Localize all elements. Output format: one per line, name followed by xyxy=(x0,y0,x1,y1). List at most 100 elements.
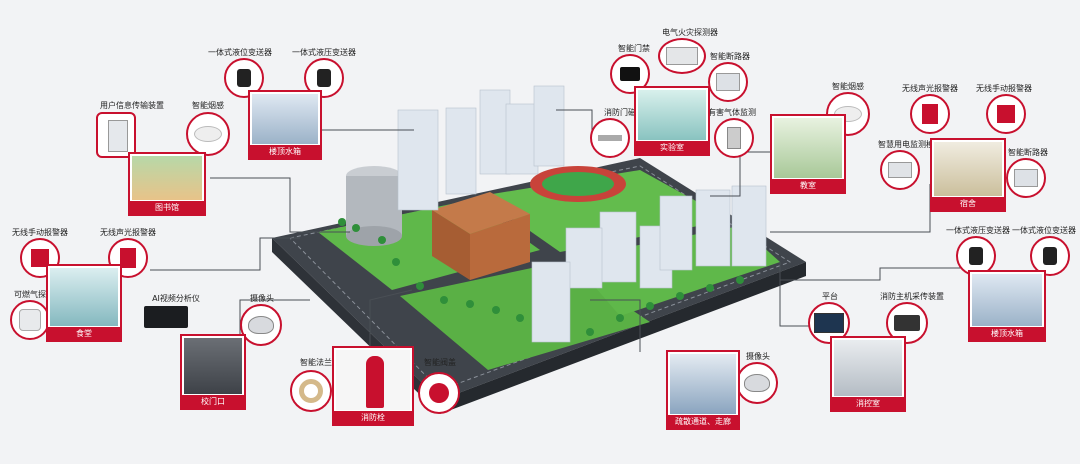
manual-alarm-icon xyxy=(997,105,1015,123)
label-liquid-level-1: 一体式液位变送器 xyxy=(208,48,272,57)
smart-smoke-detector-1[interactable] xyxy=(186,112,230,156)
electric-fire-detector[interactable] xyxy=(658,38,706,74)
transmission-device-icon xyxy=(108,120,128,152)
control-room-image xyxy=(834,340,902,396)
wireless-sound-light-alarm-1[interactable] xyxy=(910,94,950,134)
dome-camera-icon xyxy=(248,316,274,334)
tower-12 xyxy=(531,261,571,343)
level-transmitter-icon xyxy=(1043,247,1057,265)
grass-block-3 xyxy=(400,262,650,370)
label-smart-smoke-2: 智能烟感 xyxy=(832,82,864,91)
harmful-gas-monitor[interactable] xyxy=(714,118,754,158)
smart-breaker-1[interactable] xyxy=(708,62,748,102)
classroom-card[interactable]: 教室 xyxy=(770,114,846,194)
roof-tank-1-card[interactable]: 楼顶水箱 xyxy=(248,90,322,160)
trees xyxy=(338,218,744,336)
teaching-building-right xyxy=(470,214,530,280)
library-card[interactable]: 图书馆 xyxy=(128,152,206,216)
roof-tank-2-image xyxy=(972,274,1042,326)
canteen-tag: 食堂 xyxy=(48,327,120,340)
ai-video-analyzer[interactable] xyxy=(144,306,188,328)
label-fire-host: 消防主机采传装置 xyxy=(880,292,944,301)
tower-9 xyxy=(695,189,731,267)
manual-alarm-icon xyxy=(31,249,49,267)
lab-card[interactable]: 实验室 xyxy=(634,86,710,156)
label-fire-door: 消防门磁 xyxy=(604,108,636,117)
teaching-building-left xyxy=(432,210,470,280)
label-wireless-manual-2: 无线手动报警器 xyxy=(12,228,68,237)
label-smart-flange: 智能法兰 xyxy=(300,358,332,367)
label-smart-valve: 智能阀盖 xyxy=(424,358,456,367)
pressure-transmitter-icon xyxy=(317,69,331,87)
control-room-tag: 消控室 xyxy=(832,397,904,410)
canteen-card[interactable]: 食堂 xyxy=(46,264,122,342)
user-info-device-tile[interactable] xyxy=(96,112,136,158)
wireless-manual-alarm-2[interactable] xyxy=(20,238,60,278)
line-canteen xyxy=(150,237,300,271)
label-camera-1: 摄像头 xyxy=(250,294,274,303)
lab-room-image xyxy=(638,90,706,140)
roof-tank-1-image xyxy=(252,94,318,144)
line-corridor xyxy=(590,299,641,352)
library-tag: 图书馆 xyxy=(130,201,204,214)
label-smart-breaker-1: 智能断路器 xyxy=(710,52,750,61)
monitor-icon xyxy=(814,313,844,333)
smart-power-monitor[interactable] xyxy=(880,150,920,190)
tower-5 xyxy=(533,85,565,167)
valve-cover-icon xyxy=(429,383,449,403)
label-liquid-pressure-1: 一体式液压变送器 xyxy=(292,48,356,57)
dome-camera-icon xyxy=(744,374,770,392)
gate-image xyxy=(184,338,242,394)
liquid-pressure-transmitter-2[interactable] xyxy=(956,236,996,276)
tower-4 xyxy=(505,103,539,175)
smart-valve-cover[interactable] xyxy=(418,372,460,414)
line-hydrant xyxy=(369,289,413,358)
line-classroom xyxy=(710,151,772,197)
smart-flange[interactable] xyxy=(290,370,332,412)
tower-10 xyxy=(731,185,767,267)
power-module-icon xyxy=(888,162,912,178)
door-access-icon xyxy=(620,67,640,81)
gate-tag: 校门口 xyxy=(182,395,244,408)
combustible-gas-detector[interactable] xyxy=(10,300,50,340)
label-smart-power: 智慧用电监测模块 xyxy=(878,140,942,149)
liquid-level-transmitter-2[interactable] xyxy=(1030,236,1070,276)
classroom-image xyxy=(774,118,842,178)
classroom-tag: 教室 xyxy=(772,179,844,192)
label-camera-2: 摄像头 xyxy=(746,352,770,361)
door-magnet-icon xyxy=(598,135,622,141)
fire-door-magnet[interactable] xyxy=(590,118,630,158)
label-wireless-alarm-1: 无线声光报警器 xyxy=(902,84,958,93)
highrise-group xyxy=(397,85,767,343)
dorm-card[interactable]: 宿舍 xyxy=(930,138,1006,212)
tower-8 xyxy=(659,195,693,271)
roof-tank-2-tag: 楼顶水箱 xyxy=(970,327,1044,340)
camera-1[interactable] xyxy=(240,304,282,346)
line-library xyxy=(210,177,350,233)
gate-card[interactable]: 校门口 xyxy=(180,334,246,410)
breaker-icon xyxy=(716,73,740,91)
electric-fire-detector-icon xyxy=(666,47,698,65)
breaker-icon xyxy=(1014,169,1038,187)
roof-tank-1-tag: 楼顶水箱 xyxy=(250,145,320,158)
label-liquid-level-2: 一体式液位变送器 xyxy=(1012,226,1076,235)
teaching-building-roof xyxy=(432,192,530,234)
camera-2[interactable] xyxy=(736,362,778,404)
wireless-manual-alarm-1[interactable] xyxy=(986,94,1026,134)
tower-3 xyxy=(479,89,511,175)
roof-tank-2-card[interactable]: 楼顶水箱 xyxy=(968,270,1046,342)
corridor-card[interactable]: 疏散通道、走廊 xyxy=(666,350,740,430)
smoke-detector-icon xyxy=(194,126,222,142)
tower-1 xyxy=(397,109,439,211)
label-electric-fire: 电气火灾探测器 xyxy=(662,28,718,37)
label-ai-video: AI视频分析仪 xyxy=(152,294,200,303)
platform-device[interactable] xyxy=(808,302,850,344)
control-room-card[interactable]: 消控室 xyxy=(830,336,906,412)
label-smart-door: 智能门禁 xyxy=(618,44,650,53)
hydrant-card[interactable]: 消防栓 xyxy=(332,346,414,426)
dorm-tag: 宿舍 xyxy=(932,197,1004,210)
dorm-room-image xyxy=(934,142,1002,196)
level-transmitter-icon xyxy=(237,69,251,87)
smart-breaker-2[interactable] xyxy=(1006,158,1046,198)
